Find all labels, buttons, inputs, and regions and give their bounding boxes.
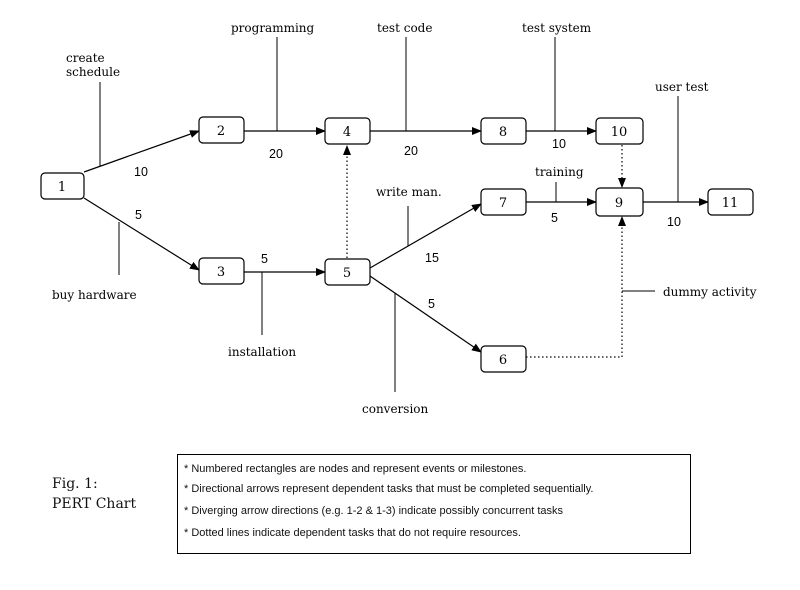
label-programming: programming [231,21,315,35]
label-test-system: test system [522,21,592,35]
svg-text:2: 2 [217,124,225,139]
label-dummy-activity: dummy activity [663,285,757,299]
svg-text:4: 4 [343,125,351,140]
edge-5-7 [369,203,482,269]
svg-text:3: 3 [217,265,225,280]
label-write-man: write man. [376,185,442,199]
legend-line: * Numbered rectangles are nodes and repr… [184,463,527,475]
pert-diagram: 1 2 3 4 5 6 7 8 9 10 11 create schedule [40,21,757,416]
duration-4-8: 20 [404,144,418,158]
label-training: training [535,165,584,179]
svg-text:11: 11 [722,196,739,211]
edge-6-9 [526,216,626,358]
figure-caption-line-1: Fig. 1: [52,476,98,492]
figure-caption: Fig. 1: PERT Chart [52,474,136,514]
label-conversion: conversion [362,402,429,416]
label-create-schedule-1: create [66,51,105,65]
svg-text:9: 9 [615,196,623,211]
svg-text:5: 5 [343,266,351,281]
duration-8-10: 10 [552,137,566,151]
edge-1-2 [83,130,200,173]
duration-1-2: 10 [134,165,148,179]
legend-box: * Numbered rectangles are nodes and repr… [177,454,691,554]
node-11: 11 [707,188,754,216]
node-4: 4 [324,117,371,145]
svg-text:10: 10 [611,125,628,140]
svg-text:6: 6 [499,353,507,368]
label-user-test: user test [655,80,709,94]
node-6: 6 [480,345,527,373]
node-7: 7 [480,188,527,216]
legend-line: * Dotted lines indicate dependent tasks … [184,527,521,539]
svg-text:8: 8 [499,125,507,140]
node-10: 10 [595,117,644,145]
legend-line: * Directional arrows represent dependent… [184,483,594,495]
node-9: 9 [595,187,644,217]
duration-1-3: 5 [135,208,142,222]
figure-caption-line-2: PERT Chart [52,496,137,512]
node-8: 8 [480,117,527,145]
edge-1-3 [83,197,200,271]
node-3: 3 [198,257,245,285]
label-buy-hardware: buy hardware [52,288,137,302]
node-2: 2 [198,116,245,144]
node-1: 1 [40,172,85,200]
duration-9-11: 10 [667,215,681,229]
legend-line: * Diverging arrow directions (e.g. 1-2 &… [184,505,564,517]
duration-7-9: 5 [551,211,558,225]
svg-text:1: 1 [58,180,66,195]
duration-5-7: 15 [425,251,439,265]
label-test-code: test code [377,21,432,35]
label-create-schedule-2: schedule [66,65,120,79]
label-installation: installation [228,345,296,359]
duration-5-6: 5 [428,297,435,311]
svg-text:7: 7 [499,196,507,211]
duration-3-5: 5 [261,252,268,266]
duration-2-4: 20 [269,147,283,161]
edge-5-6 [369,275,482,353]
node-5: 5 [324,258,371,286]
